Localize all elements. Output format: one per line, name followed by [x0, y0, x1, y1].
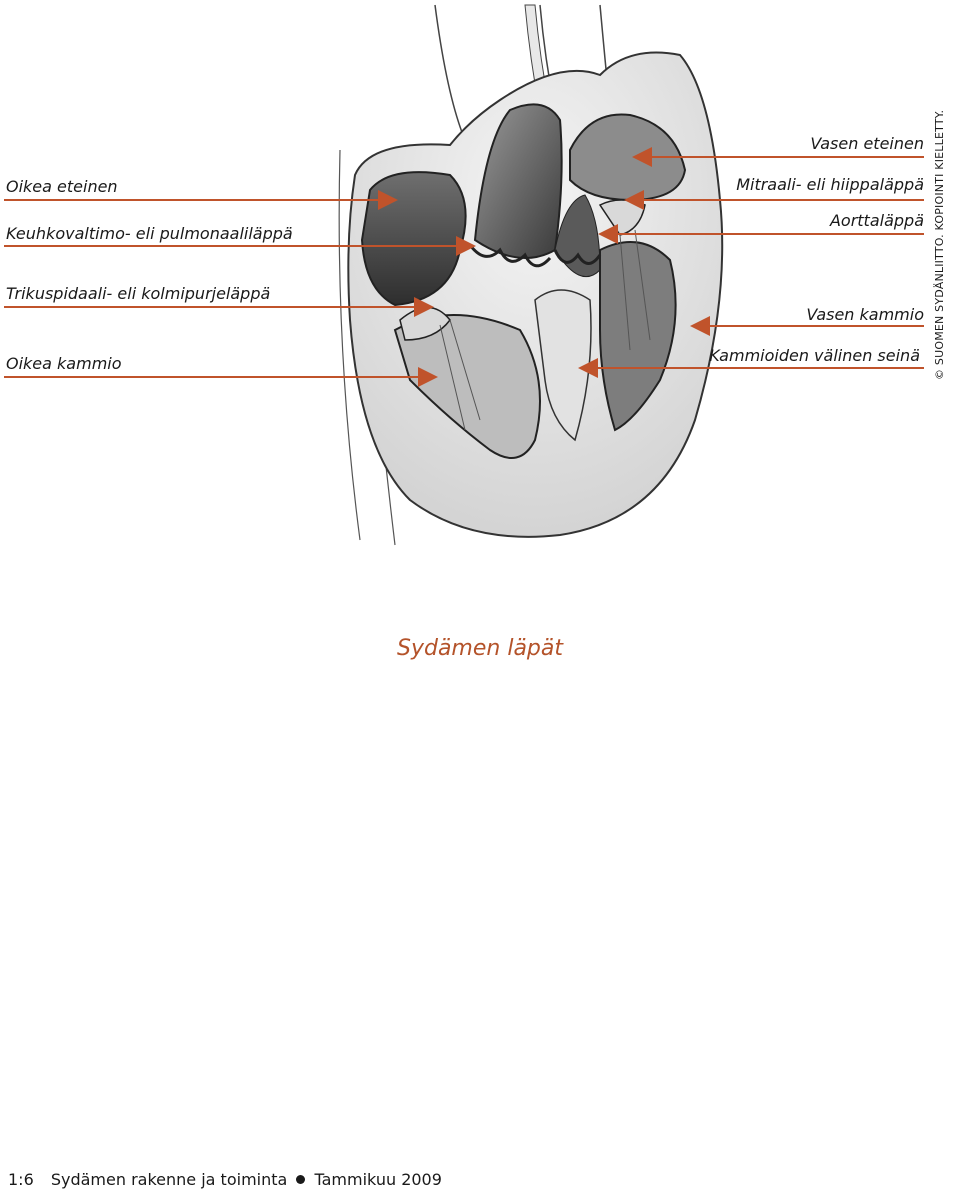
label-left-ventricle: Vasen kammio — [806, 305, 924, 324]
footer-title: Sydämen rakenne ja toiminta — [50, 1170, 288, 1189]
heart-illustration — [338, 4, 724, 546]
label-septum: Kammioiden välinen seinä — [709, 346, 920, 365]
label-left-atrium: Vasen eteinen — [810, 134, 924, 153]
diagram-caption: Sydämen läpät — [397, 636, 563, 661]
label-aortic-valve: Aorttaläppä — [829, 211, 924, 230]
footer-date: Tammikuu 2009 — [314, 1170, 442, 1189]
label-tricuspid-valve: Trikuspidaali- eli kolmipurjeläppä — [6, 284, 271, 303]
bullet-icon — [296, 1175, 306, 1184]
label-right-atrium: Oikea eteinen — [6, 177, 118, 196]
label-pulmonary-valve: Keuhkovaltimo- eli pulmonaaliläppä — [6, 224, 293, 243]
page-footer: 1:6 Sydämen rakenne ja toiminta Tammikuu… — [8, 1170, 442, 1189]
label-mitral-valve: Mitraali- eli hiippaläppä — [736, 175, 924, 194]
label-right-ventricle: Oikea kammio — [6, 354, 122, 373]
page-number: 1:6 — [8, 1170, 34, 1189]
copyright-notice: © SUOMEN SYDÄNLIITTO. KOPIOINTI KIELLETT… — [933, 109, 946, 380]
